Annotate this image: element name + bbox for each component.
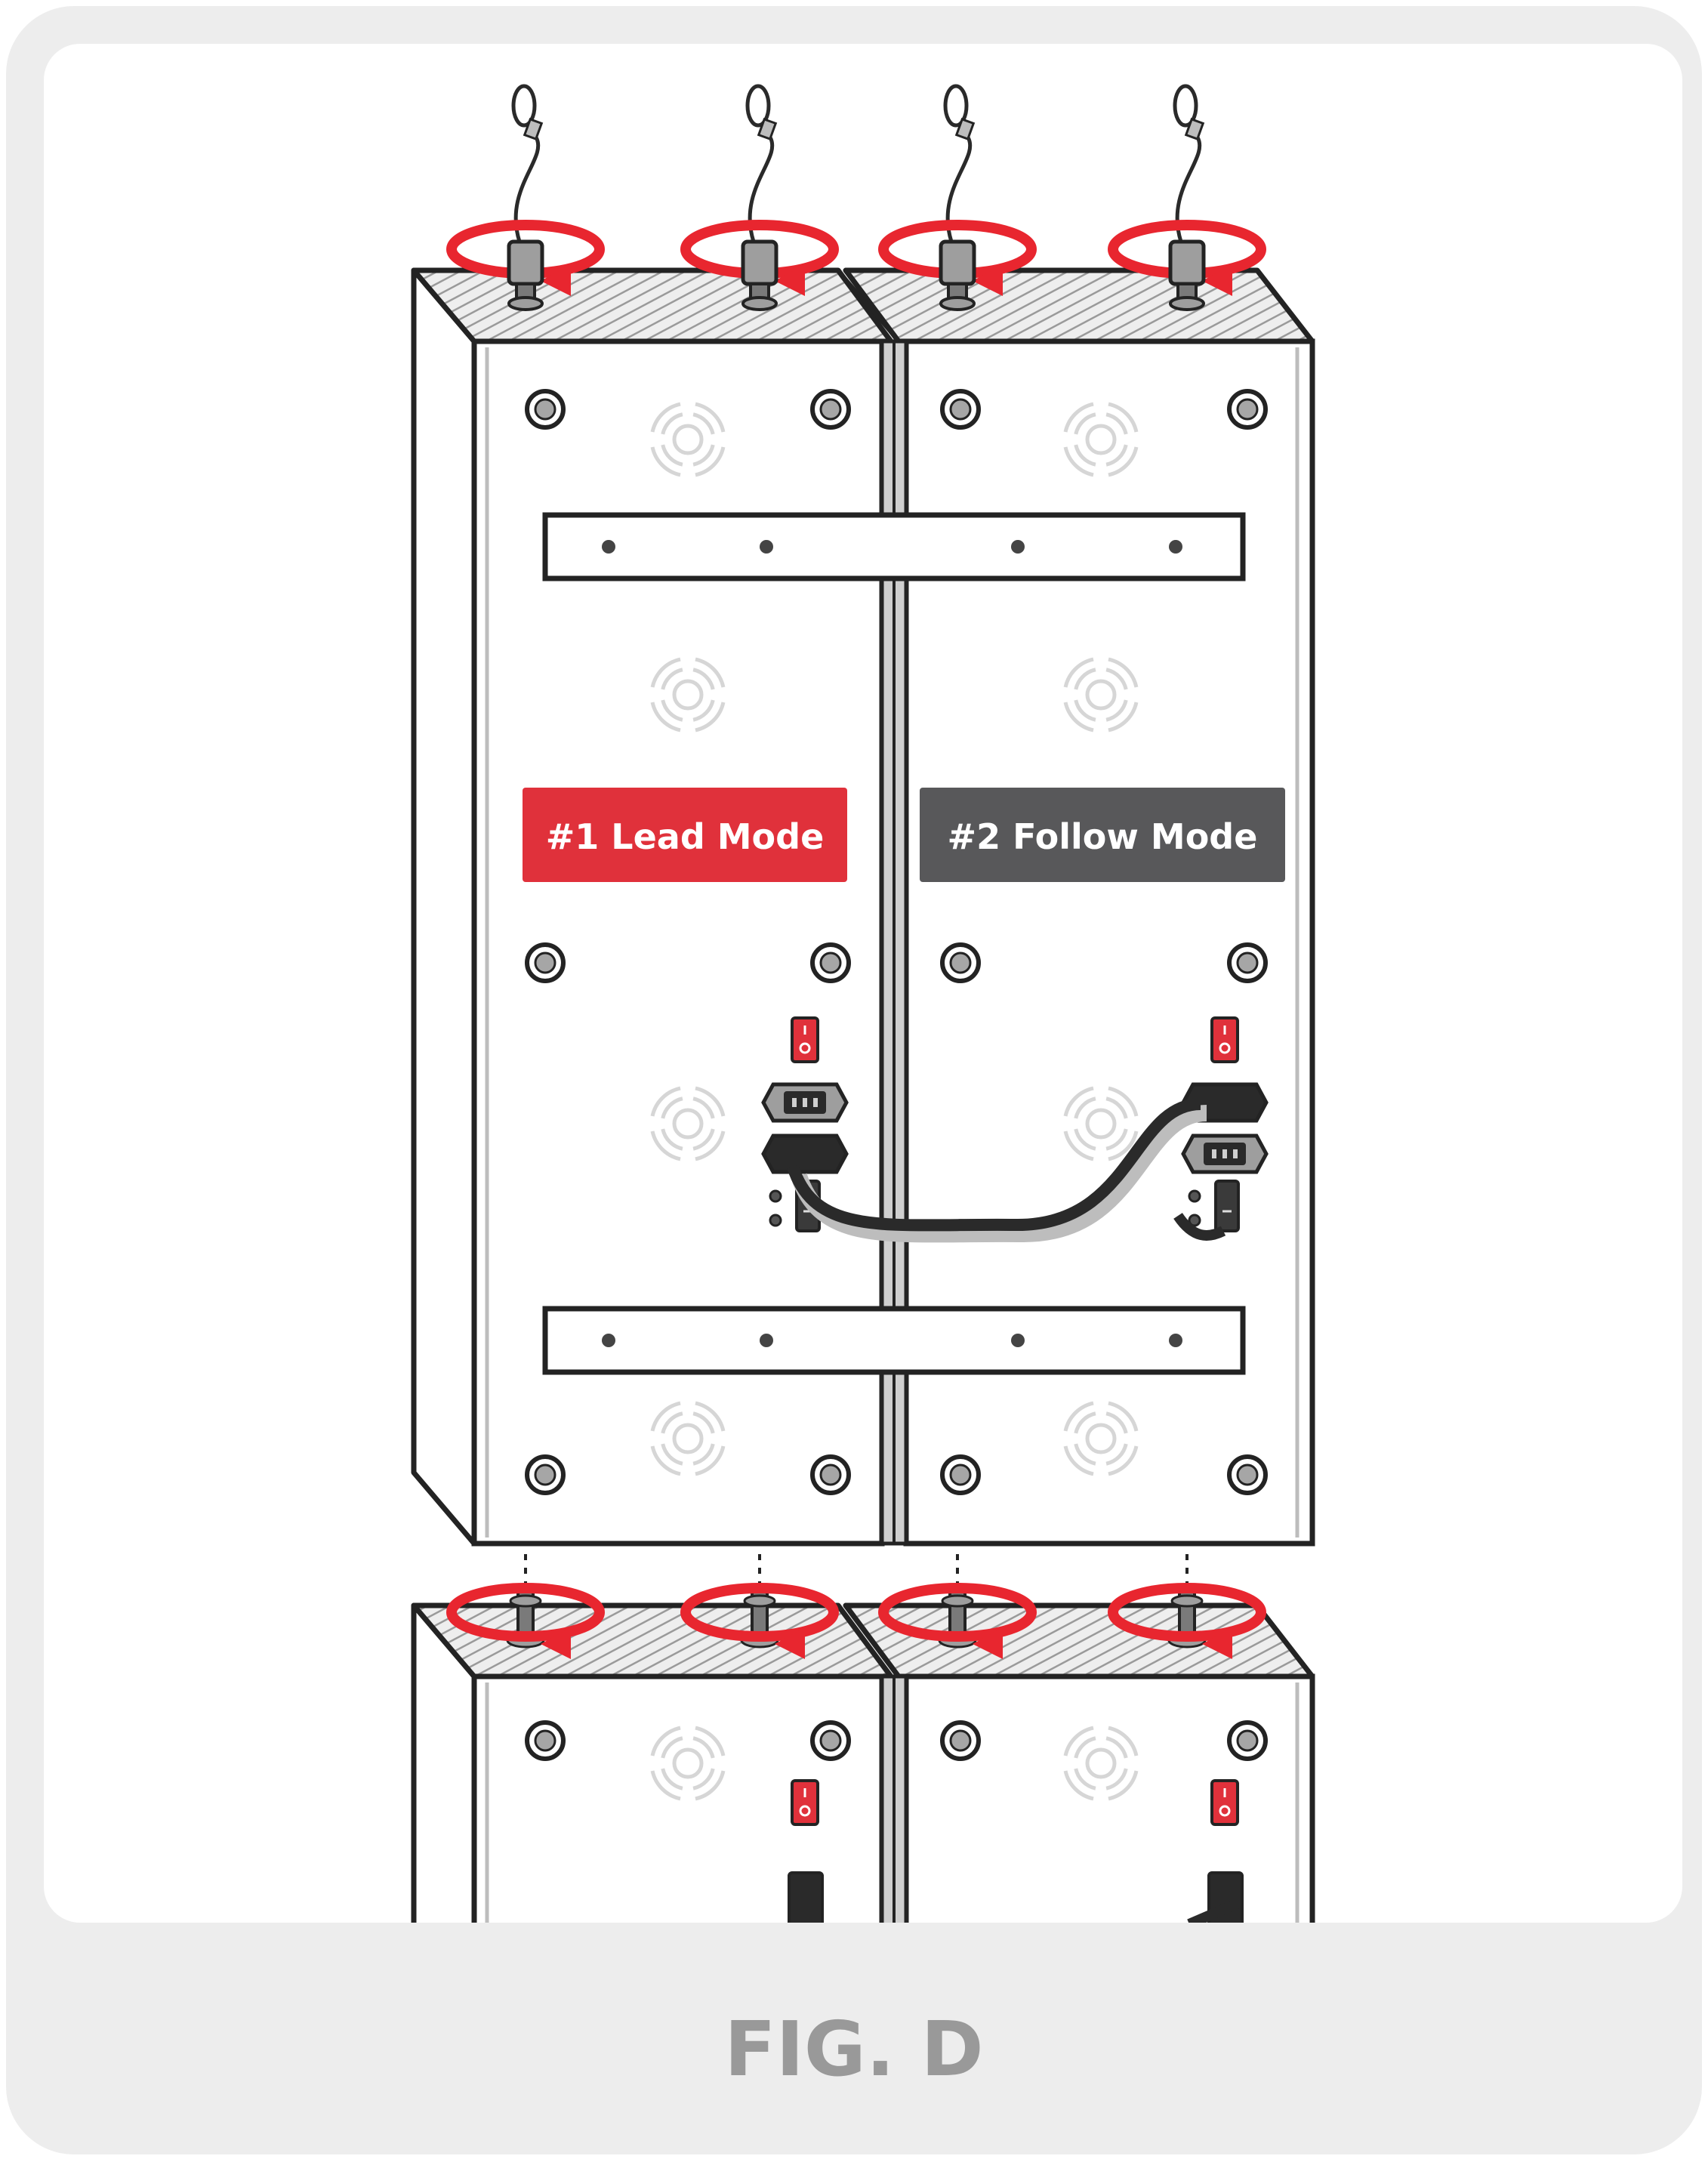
power-inlet-pin <box>1222 1149 1227 1158</box>
mounting-bolt-icon-core <box>951 1731 970 1750</box>
lower-locking-pin-collar <box>942 1596 973 1606</box>
lead-mode-label: #1 Lead Mode <box>546 816 825 857</box>
status-led <box>770 1215 781 1226</box>
bracket-screw <box>602 1334 615 1347</box>
mounting-bolt-icon-core <box>535 1465 555 1485</box>
locking-pin-icon <box>1170 242 1204 284</box>
lower-locking-pin-collar <box>510 1596 541 1606</box>
bracket-screw <box>760 540 773 554</box>
mounting-bolt-icon-core <box>821 1465 840 1485</box>
bracket-screw <box>1169 1334 1182 1347</box>
cabinet-2-top-vent <box>846 270 1312 341</box>
locking-pin-base <box>1170 298 1204 310</box>
power-switch-icon <box>792 1781 818 1824</box>
bracket-screw <box>760 1334 773 1347</box>
power-inlet-pin <box>803 1098 807 1107</box>
power-inlet-pin <box>1212 1149 1216 1158</box>
bracket-screw <box>1011 1334 1025 1347</box>
mounting-bolt-icon-core <box>1238 953 1257 973</box>
power-switch-icon <box>1212 1781 1238 1824</box>
mounting-bolt-icon-core <box>821 399 840 419</box>
lower-locking-pin-collar <box>1172 1596 1202 1606</box>
mounting-bolt-icon-core <box>821 953 840 973</box>
locking-pin-base <box>509 298 542 310</box>
connecting-bracket <box>545 1309 1243 1372</box>
power-switch-icon <box>1212 1018 1238 1062</box>
locking-pin-icon <box>941 242 974 284</box>
locking-pin-icon <box>509 242 542 284</box>
mounting-bolt-icon-core <box>1238 1465 1257 1485</box>
status-led <box>770 1191 781 1201</box>
follow-mode-label: #2 Follow Mode <box>948 816 1258 857</box>
bracket-screw <box>1169 540 1182 554</box>
figure-caption: FIG. D <box>724 2005 983 2093</box>
power-inlet-pin <box>1233 1149 1238 1158</box>
lower-cabinet-2-top-vent <box>846 1605 1312 1676</box>
data-port <box>1216 1181 1238 1231</box>
bracket-screw <box>1011 540 1025 554</box>
cabinet-1-top-vent <box>414 270 891 341</box>
bracket-screw <box>602 540 615 554</box>
power-switch-icon <box>792 1018 818 1062</box>
connecting-bracket <box>545 515 1243 578</box>
mounting-bolt-icon-core <box>535 953 555 973</box>
mounting-bolt-icon-core <box>1238 399 1257 419</box>
status-led <box>1189 1191 1200 1201</box>
mounting-bolt-icon-core <box>535 399 555 419</box>
mounting-bolt-icon-core <box>951 953 970 973</box>
mounting-bolt-icon-core <box>1238 1731 1257 1750</box>
lower-locking-pin-collar <box>745 1596 775 1606</box>
locking-pin-icon <box>743 242 776 284</box>
lower-cabinet-1-top-vent <box>414 1605 891 1676</box>
mounting-bolt-icon-core <box>951 1465 970 1485</box>
power-inlet-pin <box>792 1098 797 1107</box>
mounting-bolt-icon-core <box>821 1731 840 1750</box>
locking-pin-base <box>941 298 974 310</box>
cabinet-left-side <box>414 270 474 1544</box>
power-inlet-pin <box>813 1098 818 1107</box>
mounting-bolt-icon-core <box>951 399 970 419</box>
locking-pin-base <box>743 298 776 310</box>
power-inlet-icon <box>763 1136 846 1172</box>
mounting-bolt-icon-core <box>535 1731 555 1750</box>
